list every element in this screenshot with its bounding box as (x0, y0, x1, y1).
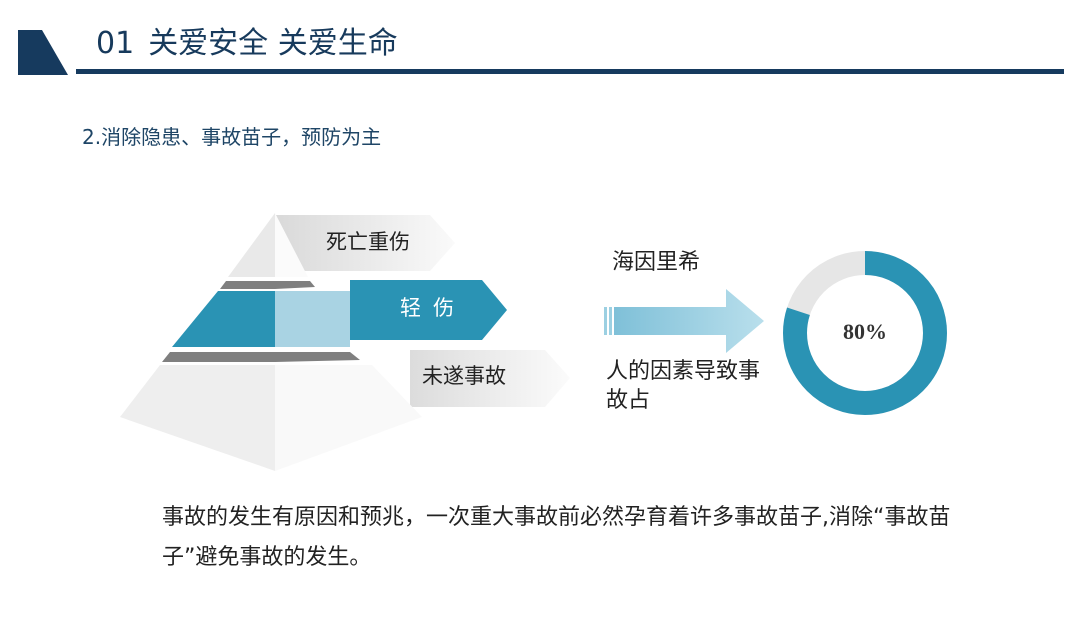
heinrich-label: 海因里希 (612, 250, 701, 275)
pyramid-flag-bottom (410, 350, 570, 407)
page-title: 01 关爱安全 关爱生命 (96, 24, 398, 64)
header-divider (76, 69, 1064, 74)
pyramid-flag-top (275, 215, 455, 271)
pyramid-gap-shadow-2 (162, 352, 360, 362)
pyramid-tier-bottom-left (120, 365, 275, 471)
header-corner-triangle-icon (18, 30, 68, 75)
right-arrow-icon (604, 289, 764, 353)
section-subtitle: 2.消除隐患、事故苗子，预防为主 (82, 125, 382, 149)
donut-percentage-label: 80% (843, 319, 887, 344)
page-title-number: 01 (96, 26, 135, 61)
pyramid-diagram (120, 213, 570, 471)
pyramid-label-near-miss: 未遂事故 (422, 364, 506, 388)
pyramid-flag-middle (350, 280, 507, 340)
pyramid-tier-top-right (275, 213, 308, 277)
pyramid-tier-bottom-right (275, 365, 422, 471)
pyramid-tier-middle-left (172, 291, 275, 347)
pyramid-tier-middle-right (275, 291, 350, 347)
human-factor-text: 人的因素导致事故占 (606, 359, 761, 413)
pyramid-label-minor-injury: 轻伤 (400, 296, 466, 320)
pyramid-gap-shadow-1 (220, 281, 315, 289)
body-paragraph: 事故的发生有原因和预兆，一次重大事故前必然孕育着许多事故苗子,消除“事故苗子”避… (162, 505, 951, 570)
donut-arc (783, 251, 947, 415)
pyramid-tier-top-left (228, 213, 275, 277)
percentage-donut-chart (783, 251, 947, 415)
pyramid-label-death-serious-injury: 死亡重伤 (326, 230, 410, 254)
page-title-text: 关爱安全 关爱生命 (148, 26, 398, 61)
